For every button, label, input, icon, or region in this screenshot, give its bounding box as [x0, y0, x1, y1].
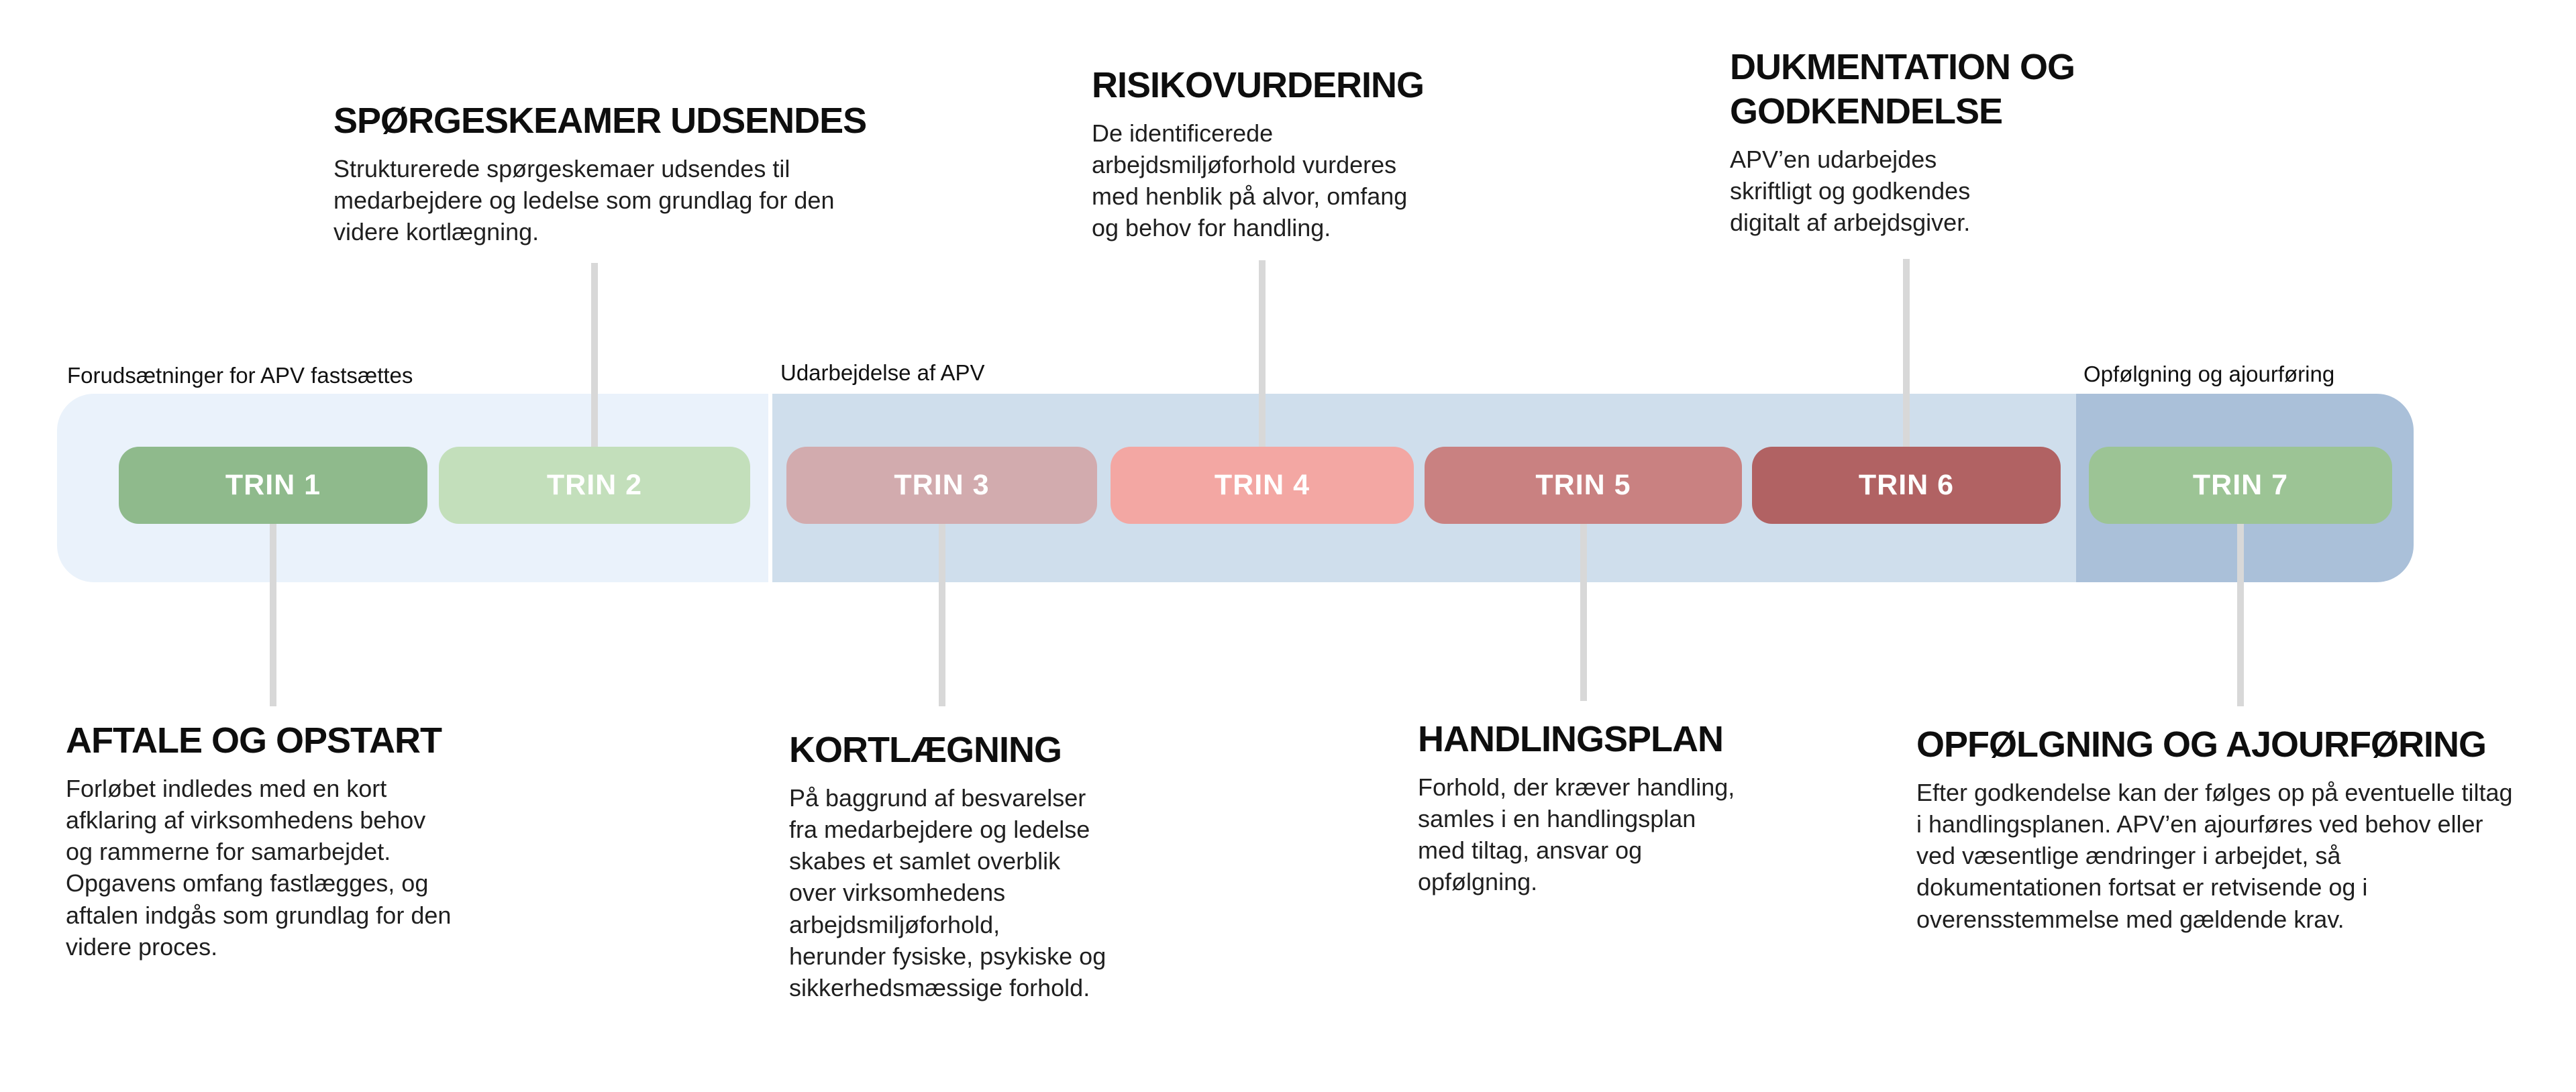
phase-label-forudsaetninger: Forudsætninger for APV fastsættes	[67, 363, 413, 388]
connector-line-trin-7	[2237, 524, 2244, 706]
step-button-trin-1[interactable]: TRIN 1	[119, 447, 427, 524]
step-button-trin-4[interactable]: TRIN 4	[1111, 447, 1414, 524]
step-button-trin-5[interactable]: TRIN 5	[1425, 447, 1742, 524]
step-title: HANDLINGSPLAN	[1418, 719, 1724, 759]
connector-line-trin-1	[270, 524, 276, 706]
step-button-trin-3[interactable]: TRIN 3	[786, 447, 1097, 524]
connector-line-trin-5	[1580, 524, 1587, 701]
step-description: Efter godkendelse kan der følges op på e…	[1916, 778, 2513, 933]
connector-line-trin-2	[591, 263, 598, 447]
connector-line-trin-3	[939, 524, 945, 706]
step-info-kortlaegning: KORTLÆGNING På baggrund af besvarelser f…	[789, 728, 1106, 1003]
step-button-label: TRIN 3	[894, 469, 990, 501]
step-info-aftale-og-opstart: AFTALE OG OPSTART Forløbet indledes med …	[66, 719, 451, 963]
step-title: KORTLÆGNING	[789, 730, 1062, 770]
step-info-handlingsplan: HANDLINGSPLAN Forhold, der kræver handli…	[1418, 718, 1735, 898]
step-description: APV’en udarbejdes skriftligt og godkende…	[1730, 145, 1971, 237]
connector-line-trin-4	[1259, 260, 1266, 447]
step-description: De identificerede arbejdsmiljøforhold vu…	[1092, 119, 1408, 242]
step-title: RISIKOVURDERING	[1092, 65, 1425, 105]
step-button-label: TRIN 1	[225, 469, 321, 501]
step-button-label: TRIN 4	[1214, 469, 1310, 501]
phase-label-opfoelgning: Opfølgning og ajourføring	[2083, 362, 2335, 386]
step-button-label: TRIN 5	[1535, 469, 1631, 501]
step-title: DUKMENTATION OG GODKENDELSE	[1730, 47, 2075, 131]
step-info-spoergeskeamer-udsendes: SPØRGESKEAMER UDSENDES Strukturerede spø…	[333, 99, 867, 248]
step-button-trin-7[interactable]: TRIN 7	[2089, 447, 2392, 524]
step-description: På baggrund af besvarelser fra medarbejd…	[789, 783, 1106, 1001]
step-description: Forløbet indledes med en kort afklaring …	[66, 774, 452, 961]
step-description: Forhold, der kræver handling, samles i e…	[1418, 773, 1735, 896]
step-button-label: TRIN 6	[1858, 469, 1955, 501]
step-button-trin-2[interactable]: TRIN 2	[439, 447, 750, 524]
step-info-opfoelgning-og-ajourfoering: OPFØLGNING OG AJOURFØRING Efter godkende…	[1916, 723, 2513, 935]
step-title: OPFØLGNING OG AJOURFØRING	[1916, 724, 2487, 765]
connector-line-trin-6	[1903, 259, 1910, 447]
step-title: AFTALE OG OPSTART	[66, 720, 442, 761]
step-button-label: TRIN 7	[2192, 469, 2289, 501]
step-button-label: TRIN 2	[546, 469, 643, 501]
phase-label-udarbejdelse: Udarbejdelse af APV	[780, 360, 985, 385]
step-description: Strukturerede spørgeskemaer udsendes til…	[333, 154, 835, 246]
step-info-risikovurdering: RISIKOVURDERING De identificerede arbejd…	[1092, 64, 1425, 244]
step-title: SPØRGESKEAMER UDSENDES	[333, 101, 867, 141]
step-button-trin-6[interactable]: TRIN 6	[1752, 447, 2061, 524]
step-info-dukmentation-og-godkendelse: DUKMENTATION OG GODKENDELSE APV’en udarb…	[1730, 46, 2075, 238]
